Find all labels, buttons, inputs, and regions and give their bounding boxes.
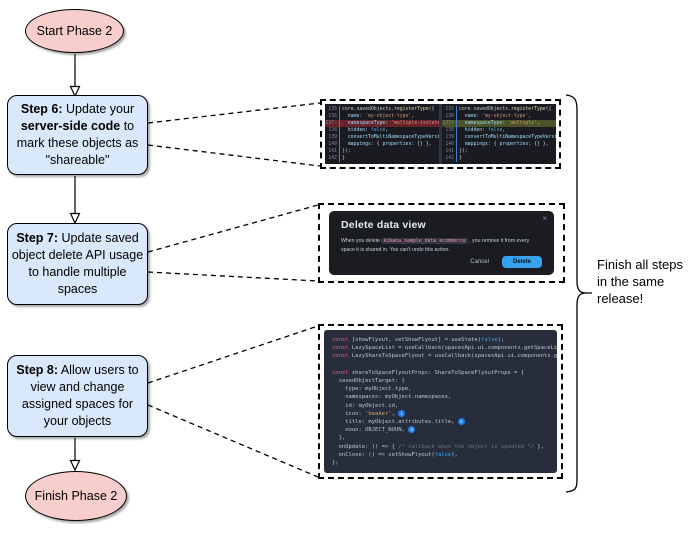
arrowhead-icon [69, 85, 81, 98]
dialog-body: When you delete kibana_sample_data_ecomm… [341, 237, 542, 255]
finish-node: Finish Phase 2 [25, 471, 127, 521]
brace-label-line: Finish all steps [597, 257, 683, 272]
delete-dialog-screenshot: Delete data view × When you delete kiban… [318, 203, 565, 283]
brace-label: Finish all steps in the same release! [597, 256, 689, 307]
connector-step6-bottom [147, 144, 321, 167]
dialog-title: Delete data view [341, 219, 426, 231]
start-label: Start Phase 2 [36, 24, 113, 38]
step-6-box: Step 6: Update your server-side code to … [7, 95, 148, 175]
dialog-body-suffix: , you remove it from every space it is s… [341, 238, 530, 254]
arrowhead-icon [69, 459, 81, 472]
connector-step8-top [147, 325, 319, 384]
brace-label-line: release! [597, 291, 644, 306]
connector-step8-bottom [147, 404, 319, 478]
inline-code-badge: kibana_sample_data_ecommerce [381, 238, 468, 244]
flyout-code-screenshot: const [showFlyout, setShowFlyout] = useS… [318, 324, 563, 479]
step-7-box: Step 7: Update saved object delete API u… [7, 223, 148, 305]
curly-brace [565, 94, 592, 493]
brace-label-line: in the same [597, 274, 665, 289]
cancel-button: Cancel [470, 259, 489, 265]
dialog-body-prefix: When you delete [341, 238, 382, 244]
dialog-buttons: Cancel Delete [470, 256, 542, 268]
flow-arrows [69, 54, 81, 472]
step-8-box: Step 8: Allow users to view and change a… [7, 355, 148, 437]
step-6-label: Step 6: Update your server-side code to … [16, 102, 139, 167]
start-node: Start Phase 2 [25, 9, 124, 53]
delete-button: Delete [501, 256, 542, 268]
close-icon: × [542, 214, 547, 223]
connector-step7-bottom [147, 271, 319, 282]
connector-step7-top [147, 204, 319, 253]
connector-step6-top [147, 102, 321, 124]
delete-dialog: Delete data view × When you delete kiban… [329, 211, 554, 275]
arrowhead-icon [69, 212, 81, 225]
step-8-label: Step 8: Allow users to view and change a… [16, 363, 139, 428]
callout-connectors [147, 102, 321, 478]
finish-label: Finish Phase 2 [34, 489, 118, 503]
code-block: const [showFlyout, setShowFlyout] = useS… [324, 330, 557, 473]
step-7-label: Step 7: Update saved object delete API u… [11, 231, 144, 296]
